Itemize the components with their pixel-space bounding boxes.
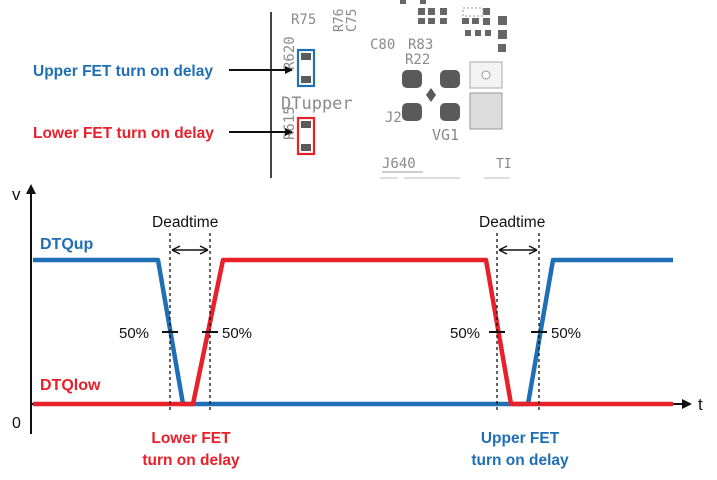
bottom-upper-line2: turn on delay (471, 452, 569, 469)
fifty-label-2a: 50% (450, 325, 480, 342)
pcb-pad-j2-tr (440, 70, 460, 88)
deadtime-group-2: Deadtime 50% 50% (450, 214, 581, 410)
pcb-component-lower (469, 92, 503, 130)
pcb-right-pad (498, 44, 506, 52)
pcb-pad-j2-br (440, 103, 460, 121)
pcb-label-c75: C75 (345, 9, 360, 32)
lower-resistor-pad-bottom (301, 144, 311, 151)
zero-label: 0 (12, 415, 21, 432)
y-axis-label: v (12, 185, 21, 204)
deadtime-label-1: Deadtime (152, 214, 218, 231)
deadtime-1-arrowheads (171, 245, 209, 255)
pcb-label-ti: TI (496, 157, 512, 172)
pcb-top-pads (400, 0, 507, 39)
callout-upper: Upper FET turn on delay (33, 63, 293, 80)
bottom-lower-line1: Lower FET (151, 430, 231, 447)
pcb-label-j2: J2 (385, 110, 402, 126)
pcb-label-dtupper: DTupper (281, 94, 353, 114)
bottom-upper-line1: Upper FET (481, 430, 560, 447)
pcb-label-vg1: VG1 (432, 126, 459, 144)
pcb-label-c80: C80 (370, 37, 395, 53)
pcb-label-r83: R83 (408, 37, 433, 53)
bottom-lower-line2: turn on delay (142, 452, 240, 469)
pcb-label-r620: R620 (282, 36, 298, 70)
x-axis-label: t (698, 395, 703, 414)
pcb-label-r75: R75 (291, 12, 316, 28)
upper-resistor-pad-bottom (301, 76, 311, 83)
deadtime-group-1: Deadtime 50% 50% (119, 214, 252, 410)
pcb-dotted-footprint (462, 7, 484, 17)
timing-diagram: v t 0 DTQup DTQlow Deadtime 50% 50% Dead… (12, 184, 703, 469)
signal-label-up: DTQup (40, 236, 94, 253)
deadtime-label-2: Deadtime (479, 214, 545, 231)
callout-upper-text: Upper FET turn on delay (33, 63, 213, 80)
pcb-pad-j2-bl (402, 103, 422, 121)
deadtime-2-arrowheads (498, 245, 538, 255)
fifty-label-1b: 50% (222, 325, 252, 342)
callout-lower: Lower FET turn on delay (33, 125, 293, 142)
pcb-pad-j2-tl (402, 70, 422, 88)
pcb-label-j640: J640 (382, 156, 416, 172)
lower-resistor-pad-top (301, 121, 311, 128)
pcb-label-r22: R22 (405, 52, 430, 68)
fifty-label-1a: 50% (119, 325, 149, 342)
pcb-label-r615: R615 (282, 106, 298, 140)
signal-label-low: DTQlow (40, 377, 101, 394)
pcb-label-r76: R76 (332, 9, 347, 32)
callout-lower-text: Lower FET turn on delay (33, 125, 214, 142)
pcb-photo: R75 R76 C75 C80 R83 R22 J2 VG1 R620 (270, 0, 519, 179)
upper-resistor-pad-top (301, 53, 311, 60)
pcb-component-hole (481, 70, 491, 80)
waveform-dtqup (33, 257, 673, 407)
fifty-label-2b: 50% (551, 325, 581, 342)
pcb-pad-j2-center (426, 88, 436, 102)
waveform-dtqlow (33, 257, 673, 407)
